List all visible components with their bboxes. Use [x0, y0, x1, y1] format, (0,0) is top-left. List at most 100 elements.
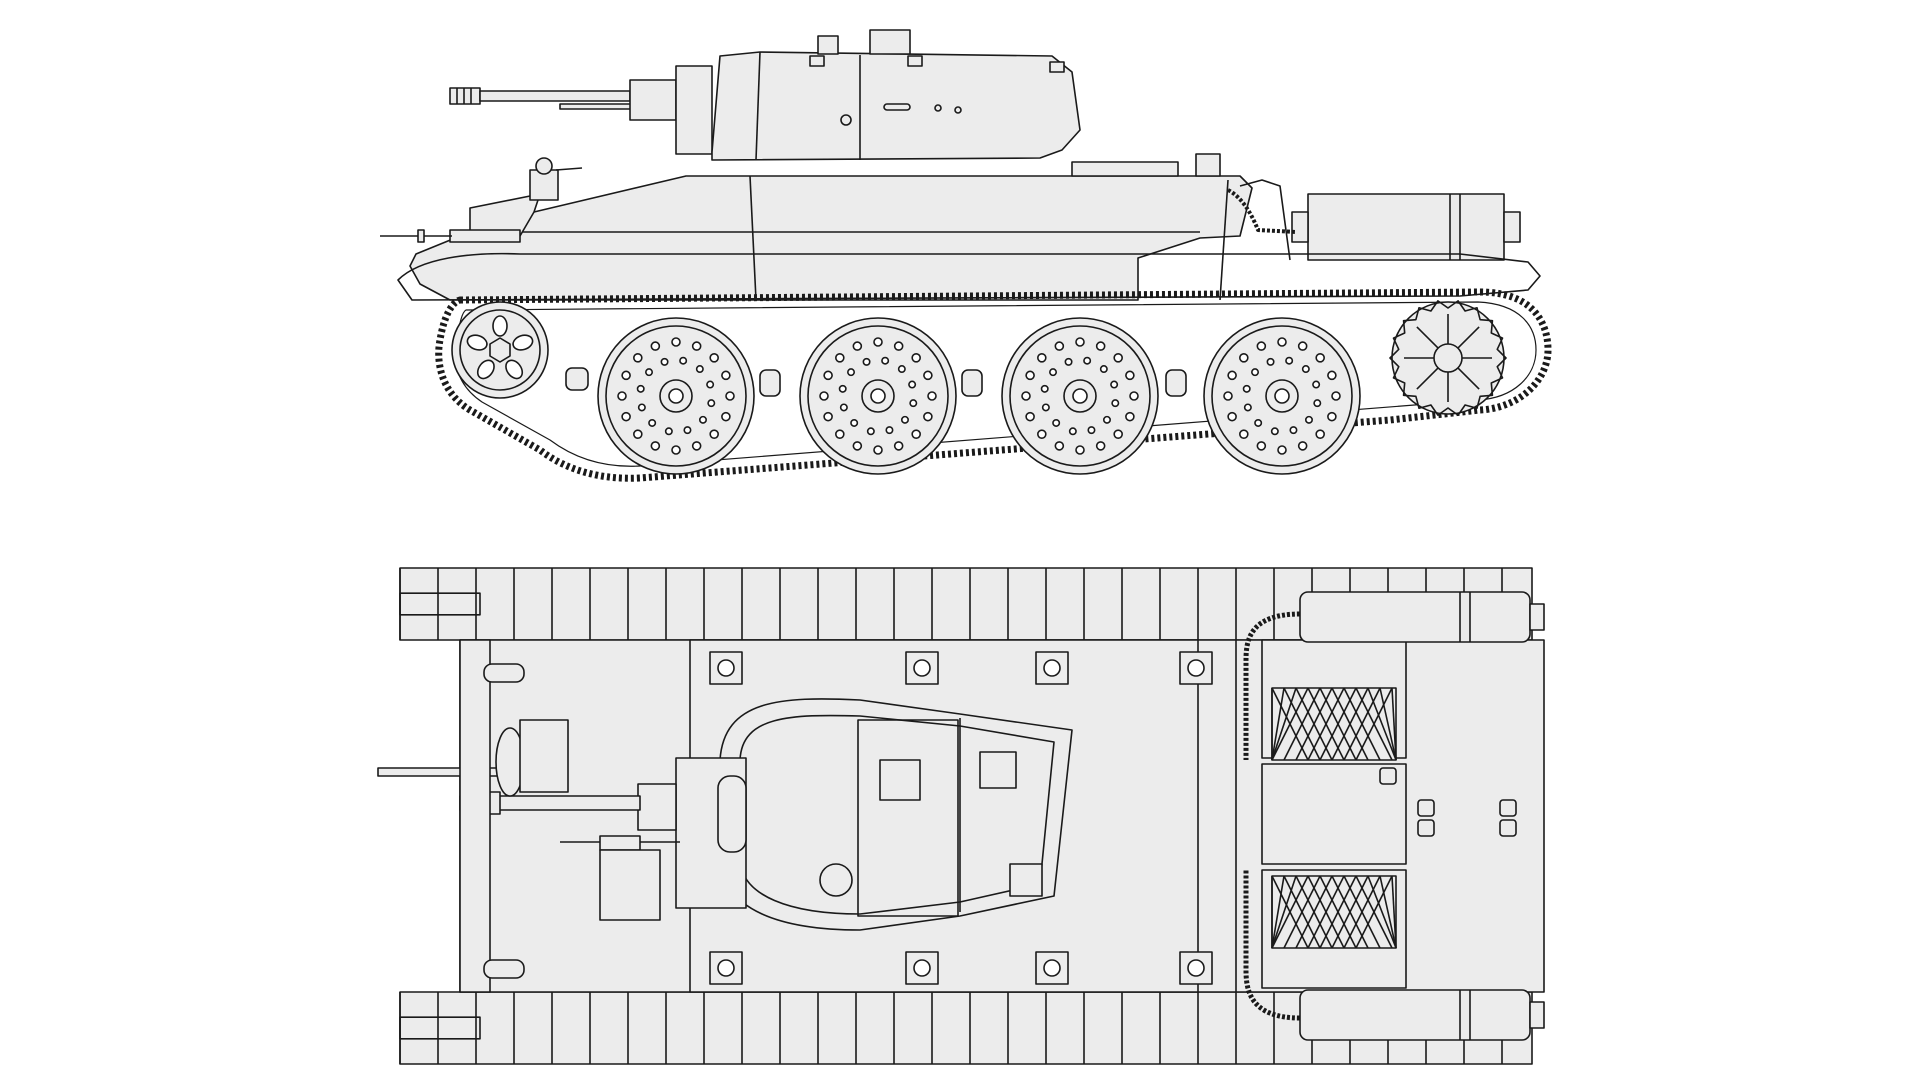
grille-mesh — [1355, 875, 1393, 949]
wheel-bolt — [1075, 445, 1085, 455]
track-run — [435, 288, 1552, 482]
wheel-bolt — [1227, 411, 1237, 422]
grille-mesh — [1391, 687, 1397, 761]
grille-mesh — [1295, 687, 1333, 761]
wheel-bolt — [927, 391, 937, 401]
sprocket-spoke — [1457, 326, 1480, 349]
hull-machine-gun — [380, 157, 583, 243]
wheel-bolt — [1242, 384, 1251, 393]
road-wheel-axle — [870, 388, 886, 404]
wheel-bolt — [1243, 403, 1252, 412]
wheel-bolt — [650, 441, 661, 451]
wheel-bolt — [823, 411, 833, 422]
grille-mesh — [1283, 687, 1321, 761]
wheel-bolt — [1025, 411, 1035, 422]
wheel-bolt — [633, 353, 643, 363]
idler-spoke-hole — [505, 359, 524, 380]
grille-mesh — [1379, 875, 1397, 949]
wheel-bolt — [850, 418, 859, 427]
track-end — [399, 592, 481, 616]
engine-bolt — [1417, 819, 1435, 837]
idler-hub — [489, 337, 511, 363]
wheel-bolt — [650, 341, 661, 351]
wheel-bolt — [1064, 357, 1073, 366]
road-wheel-tyre — [1009, 325, 1151, 467]
wheel-bolt — [1083, 356, 1092, 365]
wheel-bolt — [1289, 426, 1298, 435]
grille-mesh — [1271, 875, 1285, 949]
wheel-bolt — [1087, 426, 1096, 435]
wheel-bolt — [1054, 441, 1065, 451]
wheel-bolt — [679, 356, 688, 365]
wheel-bolt — [637, 403, 646, 412]
grille-mesh — [1307, 687, 1345, 761]
grille-mesh — [1295, 875, 1333, 949]
sprocket-teeth — [1389, 300, 1507, 416]
wheel-bolt — [698, 415, 707, 424]
idler-spoke-hole — [492, 315, 508, 337]
wheel-bolt — [1239, 353, 1249, 363]
wheel-bolt — [923, 411, 933, 422]
engine-bolt — [1379, 767, 1397, 785]
wheel-bolt — [1037, 353, 1047, 363]
sprocket-hub — [1433, 343, 1463, 373]
wheel-bolt — [1277, 337, 1287, 347]
sprocket-spoke — [1416, 326, 1439, 349]
wheel-bolt — [881, 356, 890, 365]
wheel-bolt — [873, 337, 883, 347]
wheel-bolt — [866, 427, 875, 436]
grille-mesh — [1391, 875, 1397, 949]
suspension-bracket — [565, 367, 589, 391]
lifting-eye-ring — [717, 659, 735, 677]
wheel-bolt — [1327, 370, 1337, 381]
wheel-bolt — [885, 426, 894, 435]
wheel-bolt — [1223, 391, 1233, 401]
exhaust-silencer-side — [1227, 188, 1521, 261]
wheel-bolt — [847, 368, 856, 377]
engine-bolt — [1499, 799, 1517, 817]
wheel-bolt — [691, 341, 702, 351]
grille-mesh — [1271, 875, 1309, 949]
wheel-bolt — [695, 365, 704, 374]
wheel-bolt — [671, 445, 681, 455]
wheel-bolt — [1068, 427, 1077, 436]
hull — [409, 153, 1291, 301]
wheel-bolt — [1297, 341, 1308, 351]
road-wheel-tyre — [605, 325, 747, 467]
wheel-bolt — [1270, 427, 1279, 436]
front-plate-plan — [459, 639, 525, 993]
wheel-bolt — [1025, 370, 1035, 381]
main-gun-plan — [459, 757, 747, 909]
wheel-bolt — [691, 441, 702, 451]
lifting-eye-ring — [1043, 959, 1061, 977]
wheel-bolt — [1297, 441, 1308, 451]
track-end — [399, 1016, 481, 1040]
wheel-bolt — [838, 384, 847, 393]
wheel-bolt — [909, 399, 918, 408]
wheel-bolt — [1111, 399, 1120, 408]
track-guard — [397, 252, 1541, 301]
suspension-bracket — [1165, 369, 1187, 397]
wheel-bolt — [1021, 391, 1031, 401]
wheel-bolt — [636, 384, 645, 393]
grille-mesh — [1271, 687, 1297, 761]
lifting-eye — [1179, 651, 1213, 685]
lifting-eye-ring — [1187, 959, 1205, 977]
wheel-bolt — [1113, 429, 1123, 439]
wheel-bolt — [1327, 411, 1337, 422]
wheel-bolt — [621, 370, 631, 381]
lifting-eye-ring — [717, 959, 735, 977]
wheel-bolt — [664, 427, 673, 436]
suspension-bracket — [759, 369, 781, 397]
vision-block — [1009, 863, 1043, 897]
grille-mesh — [1271, 687, 1309, 761]
grille-mesh — [1331, 687, 1369, 761]
grille-mesh — [1283, 875, 1321, 949]
idler-spoke-hole — [476, 359, 495, 380]
wheel-bolt — [819, 391, 829, 401]
wheel-bolt — [911, 353, 921, 363]
exhaust-silencer-top — [1243, 591, 1545, 1041]
turret-hatch-handle — [879, 759, 921, 801]
vision-block — [979, 751, 1017, 789]
